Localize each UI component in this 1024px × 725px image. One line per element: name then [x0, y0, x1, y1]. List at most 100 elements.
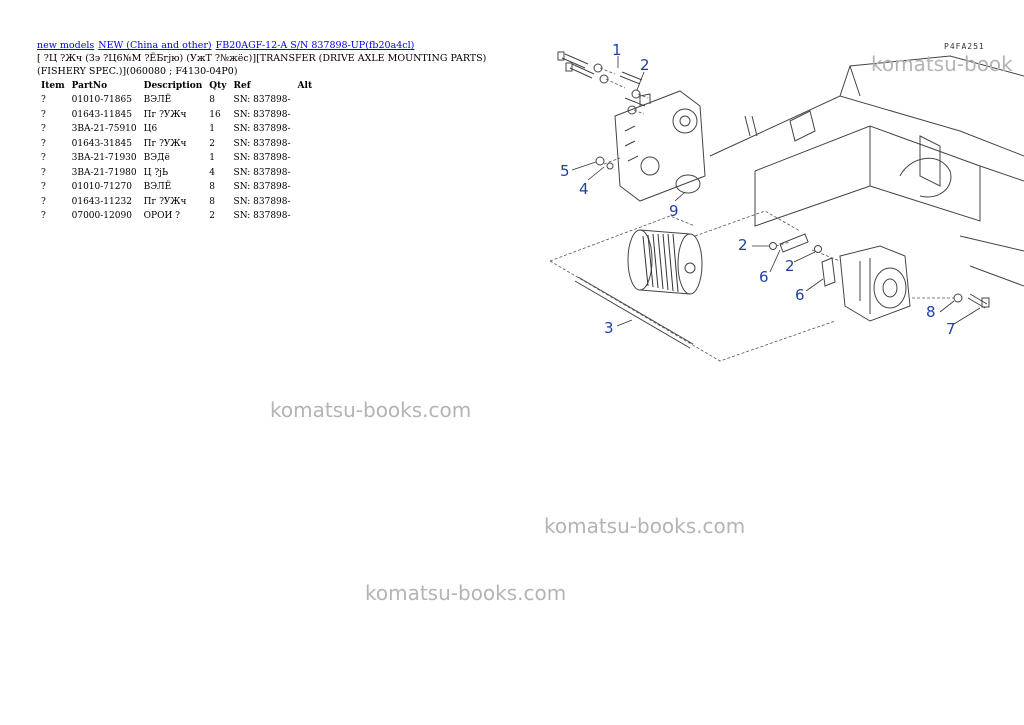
table-row: ? 3BA-21-71980 Ц ?jЬ 4 SN: 837898-: [38, 166, 316, 181]
cell-description: ВЭДё: [143, 153, 170, 163]
cell-qty: 1: [209, 153, 216, 163]
cell-item: ?: [41, 167, 46, 178]
callout-9: 9: [669, 202, 679, 220]
cell-item: ?: [41, 138, 46, 149]
callout-5: 5: [560, 162, 570, 180]
cell-description: ОРОИ ?: [143, 211, 180, 221]
cell-alt: [295, 108, 317, 123]
parts-table: Item PartNo Description Qty Ref Alt ? 01…: [38, 80, 316, 224]
cell-qty: 8: [209, 182, 216, 192]
callout-1: 1: [612, 41, 622, 59]
callout-4: 4: [579, 180, 589, 198]
cell-item: ?: [41, 211, 46, 221]
table-row: ? 3BA-21-71930 ВЭДё 1 SN: 837898-: [38, 151, 316, 166]
cell-ref: SN: 837898-: [233, 153, 291, 163]
cell-description: Пг ?УЖч: [143, 196, 187, 207]
chassis-frame-drawing: [709, 55, 1024, 287]
watermark-top-right: komatsu-book: [871, 52, 1013, 76]
cell-partno: 07000-12090: [71, 211, 132, 221]
cell-ref: SN: 837898-: [233, 211, 291, 221]
cell-description: Пг ?УЖч: [143, 138, 187, 149]
cell-ref: SN: 837898-: [233, 109, 291, 120]
cell-description: Пг ?УЖч: [143, 109, 187, 120]
cell-ref: SN: 837898-: [233, 124, 291, 134]
cell-alt: [295, 166, 317, 181]
cell-alt: [295, 209, 317, 224]
cell-qty: 1: [209, 124, 216, 134]
cell-alt: [295, 93, 317, 108]
cell-qty: 2: [209, 211, 216, 221]
col-header-alt: Alt: [297, 81, 313, 91]
cell-item: ?: [41, 95, 46, 105]
o-ring-drawing: [675, 174, 701, 194]
cell-item: ?: [41, 196, 46, 207]
cell-partno: 01643-31845: [71, 138, 132, 149]
assembly-lines: [549, 67, 954, 362]
cell-alt: [295, 195, 317, 210]
col-header-qty: Qty: [209, 81, 227, 91]
table-row: ? 3BA-21-75910 Ц6 1 SN: 837898-: [38, 122, 316, 137]
table-row: ? 01010-71865 ВЭЛЁ 8 SN: 837898-: [38, 93, 316, 108]
cell-description: Ц6: [143, 124, 158, 134]
cell-item: ?: [41, 109, 46, 120]
cell-qty: 4: [209, 167, 216, 178]
table-row: ? 01643-11232 Пг ?УЖч 8 SN: 837898-: [38, 195, 316, 210]
breadcrumb-link-model[interactable]: FB20AGF-12-A S/N 837898-UP(fb20a4cl): [215, 40, 415, 51]
col-header-item: Item: [41, 81, 65, 91]
breadcrumb-link-new-models[interactable]: new models: [37, 40, 95, 51]
callout-6-left: 6: [759, 268, 769, 286]
cell-ref: SN: 837898-: [233, 182, 291, 192]
cell-ref: SN: 837898-: [233, 95, 291, 105]
page-title-line-1: [ ?Ц ?Жч (Зэ ?Ц6№М ?ЁБгjю) (УжТ ?№жёс)][…: [37, 53, 487, 64]
cell-ref: SN: 837898-: [233, 196, 291, 207]
cell-partno: 3BA-21-75910: [71, 124, 137, 134]
watermark-2: komatsu-books.com: [544, 514, 746, 538]
cell-item: ?: [41, 124, 46, 134]
callout-6-right: 6: [795, 286, 805, 304]
table-row: ? 01643-31845 Пг ?УЖч 2 SN: 837898-: [38, 137, 316, 152]
watermark-1: komatsu-books.com: [270, 398, 472, 422]
cell-qty: 8: [209, 95, 216, 105]
exploded-parts-diagram: P4FA251: [549, 41, 1024, 362]
callout-2-mid: 2: [738, 236, 748, 254]
callout-7: 7: [946, 320, 956, 338]
cell-partno: 3BA-21-71980: [71, 167, 137, 178]
cell-alt: [295, 180, 317, 195]
callout-3: 3: [604, 319, 614, 337]
cell-alt: [295, 122, 317, 137]
cell-partno: 01643-11845: [71, 109, 132, 120]
cell-qty: 2: [209, 138, 216, 149]
cell-item: ?: [41, 182, 46, 192]
cell-ref: SN: 837898-: [233, 167, 291, 178]
cell-description: Ц ?jЬ: [143, 167, 169, 178]
table-row: ? 01010-71270 ВЭЛЁ 8 SN: 837898-: [38, 180, 316, 195]
breadcrumb-link-region[interactable]: NEW (China and other): [98, 40, 212, 51]
cell-item: ?: [41, 153, 46, 163]
diagram-code: P4FA251: [944, 42, 985, 51]
callout-8: 8: [926, 303, 936, 321]
page-title-line-2: (FISHERY SPEC.)](060080 ; F4130-04P0): [37, 66, 238, 77]
callout-2-right: 2: [785, 257, 795, 275]
col-header-ref: Ref: [233, 81, 251, 91]
table-row: ? 01643-11845 Пг ?УЖч 16 SN: 837898-: [38, 108, 316, 123]
cell-alt: [295, 151, 317, 166]
cell-partno: 01010-71270: [71, 182, 132, 192]
cell-description: ВЭЛЁ: [143, 182, 172, 192]
motor-drawing: [627, 229, 703, 295]
wheel-hub-drawing: [839, 245, 911, 322]
cell-partno: 3BA-21-71930: [71, 153, 137, 163]
callout-2-top: 2: [640, 56, 650, 74]
cell-qty: 16: [209, 109, 221, 120]
transfer-case-drawing: [614, 90, 706, 202]
cell-ref: SN: 837898-: [233, 138, 291, 149]
fasteners-drawing: [557, 51, 990, 309]
table-row: ? 07000-12090 ОРОИ ? 2 SN: 837898-: [38, 209, 316, 224]
axle-shaft-drawing: [574, 276, 694, 349]
cell-partno: 01010-71865: [71, 95, 132, 105]
col-header-description: Description: [143, 81, 203, 91]
watermark-3: komatsu-books.com: [365, 581, 567, 605]
cell-description: ВЭЛЁ: [143, 95, 172, 105]
cell-partno: 01643-11232: [71, 196, 132, 207]
